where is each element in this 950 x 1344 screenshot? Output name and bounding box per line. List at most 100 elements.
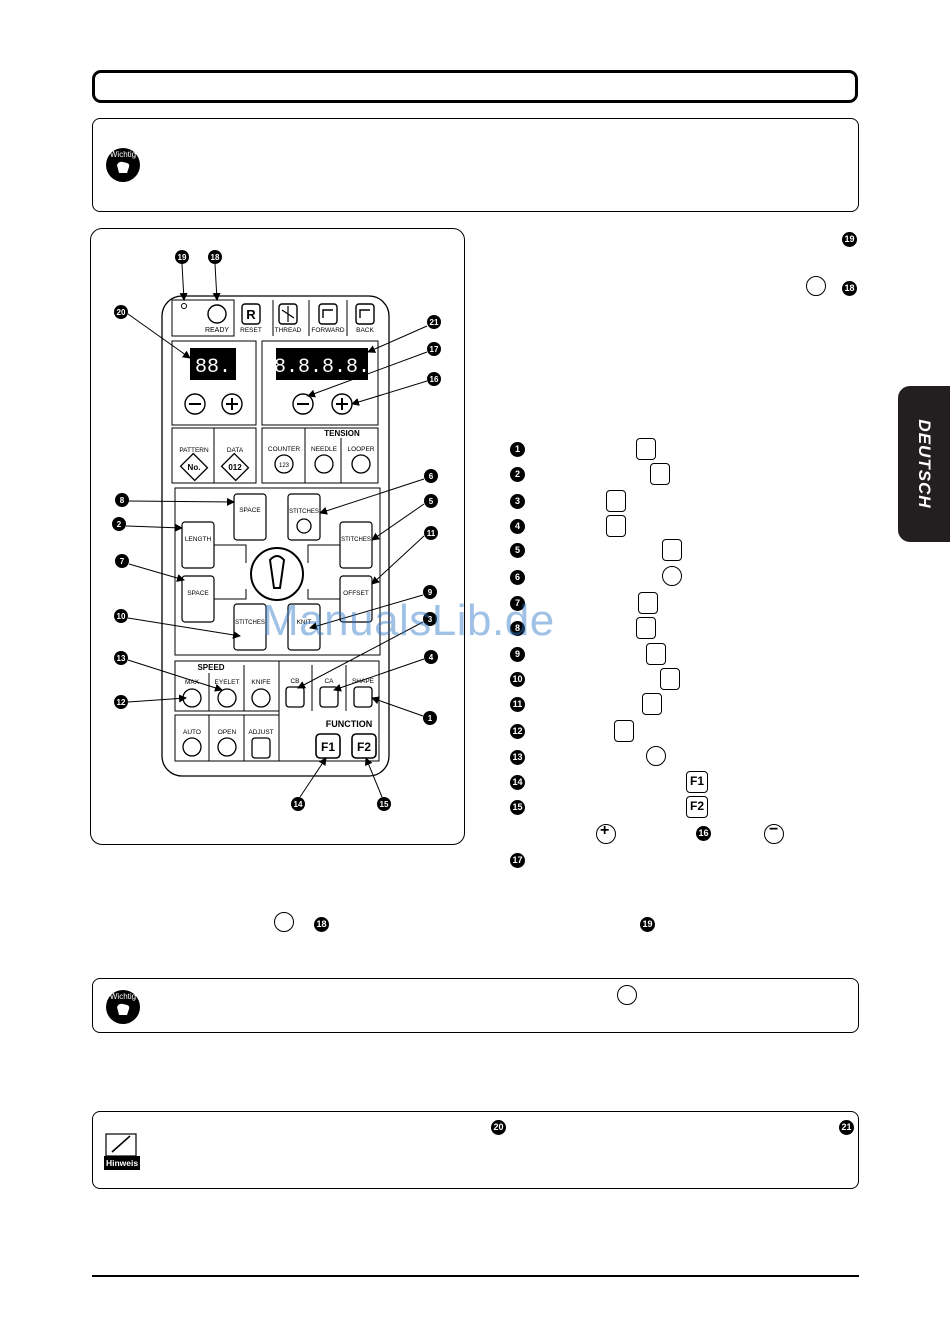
svg-text:SPACE: SPACE: [239, 507, 261, 514]
svg-text:16: 16: [430, 375, 439, 384]
svg-text:2: 2: [117, 520, 122, 529]
svg-text:THREAD: THREAD: [275, 327, 302, 334]
shape-icon: [636, 438, 656, 460]
stitches-eyelet-key: [287, 493, 321, 541]
ref-20: 20: [491, 1120, 506, 1135]
svg-text:13: 13: [117, 654, 126, 663]
hint-note-box: Hinweis 20 21: [92, 1111, 859, 1189]
svg-text:OFFSET: OFFSET: [343, 590, 369, 597]
callouts: 19 18 20 21 17 16 6 8 5 2 11 7 9 10 3 4 …: [112, 250, 441, 811]
svg-text:BACK: BACK: [356, 327, 374, 334]
svg-text:6: 6: [429, 472, 434, 481]
svg-text:8: 8: [120, 496, 125, 505]
right-display: [276, 348, 368, 380]
svg-text:Wichtig: Wichtig: [110, 150, 136, 159]
svg-text:SPACE: SPACE: [187, 590, 209, 597]
thread-key: [278, 303, 298, 325]
svg-text:TENSION: TENSION: [324, 429, 360, 438]
svg-text:1: 1: [428, 714, 433, 723]
reset-key: [241, 303, 261, 325]
control-panel-diagram: READY R RESET THREAD FORWARD BACK 88. 8.…: [112, 250, 441, 811]
minus-icon: [764, 824, 784, 844]
f1-key: [315, 733, 341, 759]
stitches-knit-key: [233, 603, 267, 651]
svg-text:SPEED: SPEED: [197, 663, 224, 672]
svg-text:F2: F2: [357, 740, 371, 754]
ref-19-top: 19: [842, 229, 857, 247]
svg-text:14: 14: [294, 800, 303, 809]
f2-icon: F2: [686, 796, 708, 818]
svg-text:20: 20: [117, 308, 126, 317]
important-note-box: Wichtig: [92, 118, 859, 212]
f2-key: [351, 733, 377, 759]
ref-21: 21: [839, 1120, 854, 1135]
ready-key-icon: [207, 304, 227, 324]
plus-icon: [596, 824, 616, 844]
footer-rule: [92, 1275, 859, 1277]
svg-text:7: 7: [120, 557, 125, 566]
svg-text:3: 3: [428, 615, 433, 624]
ready-led: [181, 303, 187, 309]
length-key: [181, 521, 215, 569]
space-eyelet-icon: [636, 617, 656, 639]
svg-text:LOOPER: LOOPER: [347, 446, 374, 453]
svg-text:15: 15: [380, 800, 389, 809]
left-display: [190, 348, 236, 380]
svg-text:10: 10: [117, 612, 126, 621]
svg-text:RESET: RESET: [240, 327, 262, 334]
svg-text:17: 17: [430, 345, 439, 354]
ref-18-bottom: 18: [314, 914, 329, 932]
svg-text:88.: 88.: [195, 356, 231, 379]
ref-18-top: 18: [842, 278, 857, 296]
svg-text:11: 11: [427, 529, 436, 538]
important-note-box-2: Wichtig: [92, 978, 859, 1033]
watermark: ManualsLib.de: [262, 596, 555, 645]
svg-text:Wichtig: Wichtig: [110, 992, 136, 1001]
svg-text:KNIFE: KNIFE: [251, 679, 271, 686]
stitches-bartack-key: [339, 521, 373, 569]
svg-text:4: 4: [429, 653, 434, 662]
panel-figure-frame: [90, 228, 465, 845]
ready-key-icon: [806, 276, 826, 296]
svg-text:FORWARD: FORWARD: [311, 327, 345, 334]
buttonhole-shape-icon: [250, 547, 304, 601]
minus-key-left: [184, 393, 206, 415]
ca-icon: [606, 515, 626, 537]
wichtig-icon: Wichtig: [106, 148, 140, 182]
forward-key: [318, 303, 338, 325]
ready-key-icon: [617, 985, 637, 1005]
bartack-stitches-icon: [662, 539, 682, 561]
svg-text:19: 19: [178, 253, 187, 262]
svg-text:COUNTER: COUNTER: [268, 446, 300, 453]
svg-text:CA: CA: [324, 678, 334, 685]
svg-text:5: 5: [429, 497, 434, 506]
knit-icon: [646, 643, 666, 665]
svg-text:9: 9: [428, 588, 433, 597]
offset-icon: [642, 693, 662, 715]
svg-text:OPEN: OPEN: [218, 729, 237, 736]
svg-text:STITCHES: STITCHES: [289, 509, 319, 515]
f1-icon: F1: [686, 771, 708, 793]
svg-text:STITCHES: STITCHES: [235, 620, 265, 626]
length-icon: [650, 463, 670, 485]
ready-key-icon: [274, 912, 294, 932]
svg-text:STITCHES: STITCHES: [341, 537, 371, 543]
plus-key-left: [221, 393, 243, 415]
svg-text:PATTERN: PATTERN: [179, 447, 209, 454]
svg-text:KNIT: KNIT: [297, 619, 312, 626]
svg-text:READY: READY: [205, 327, 229, 334]
hinweis-icon: Hinweis: [104, 1133, 140, 1170]
svg-text:FUNCTION: FUNCTION: [326, 719, 373, 729]
panel-body: [161, 295, 390, 777]
space-icon: [638, 592, 658, 614]
svg-text:F1: F1: [321, 740, 335, 754]
wichtig-icon: Wichtig: [106, 990, 140, 1024]
svg-text:EYELET: EYELET: [215, 679, 240, 686]
section-title-box: [92, 70, 858, 103]
space-key: [181, 575, 215, 623]
ref-19-bottom: 19: [640, 914, 655, 932]
max-speed-icon: [614, 720, 634, 742]
svg-text:NEEDLE: NEEDLE: [311, 446, 338, 453]
svg-text:8.8.8.8.: 8.8.8.8.: [274, 356, 370, 379]
eyelet-stitches-icon: [662, 566, 682, 586]
